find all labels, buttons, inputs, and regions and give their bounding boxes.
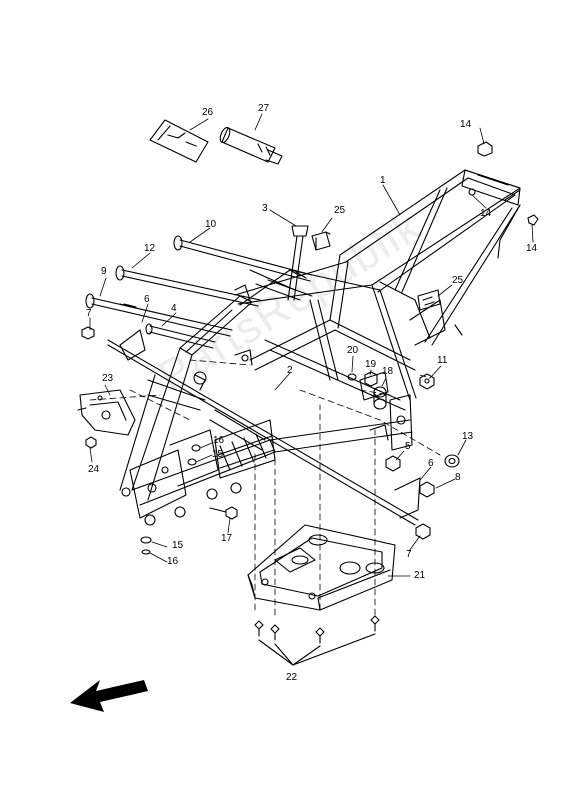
callout-26: 26 [202,107,214,118]
callout-14-right: 14 [526,243,538,254]
callout-14-top: 14 [460,119,472,130]
hardware [81,141,539,555]
callout-21: 21 [414,570,426,581]
leader-lines [89,113,534,577]
callout-10: 10 [205,219,217,230]
callout-15-upper: 15 [212,449,224,460]
callout-9: 9 [101,266,107,277]
callout-12: 12 [144,243,156,254]
callout-24: 24 [88,464,100,475]
callout-7-left: 7 [86,308,92,319]
callout-14-mid: 14 [480,208,492,219]
front-direction-arrow-icon [70,680,148,712]
callout-1: 1 [380,175,386,186]
callout-16-upper: 16 [213,435,225,446]
callout-19: 19 [365,359,377,370]
callout-25-top: 25 [334,205,346,216]
callout-18: 18 [382,366,394,377]
assembly-lines [89,359,441,616]
callout-11: 11 [437,355,448,366]
callout-27: 27 [258,103,270,114]
callout-6-left: 6 [144,294,150,305]
clips-25 [311,231,441,311]
callout-13: 13 [462,431,474,442]
skid-plate-bolts [254,615,380,666]
long-bolts [85,225,419,526]
callout-15-lower: 15 [172,540,184,551]
callout-8: 8 [455,472,461,483]
bracket-23 [77,389,136,436]
callout-7-right: 7 [406,549,412,560]
callout-22: 22 [286,672,298,683]
callout-3: 3 [262,203,268,214]
callout-4: 4 [171,303,177,314]
callout-2: 2 [287,365,293,376]
callout-6-right: 6 [428,458,434,469]
callout-25-right: 25 [452,275,464,286]
callout-16-lower: 16 [167,556,179,567]
callout-20: 20 [347,345,359,356]
skid-plate [247,524,396,611]
callout-5: 5 [405,441,411,452]
parts-26-27 [149,119,283,165]
callout-23: 23 [102,373,114,384]
callout-17: 17 [221,533,233,544]
